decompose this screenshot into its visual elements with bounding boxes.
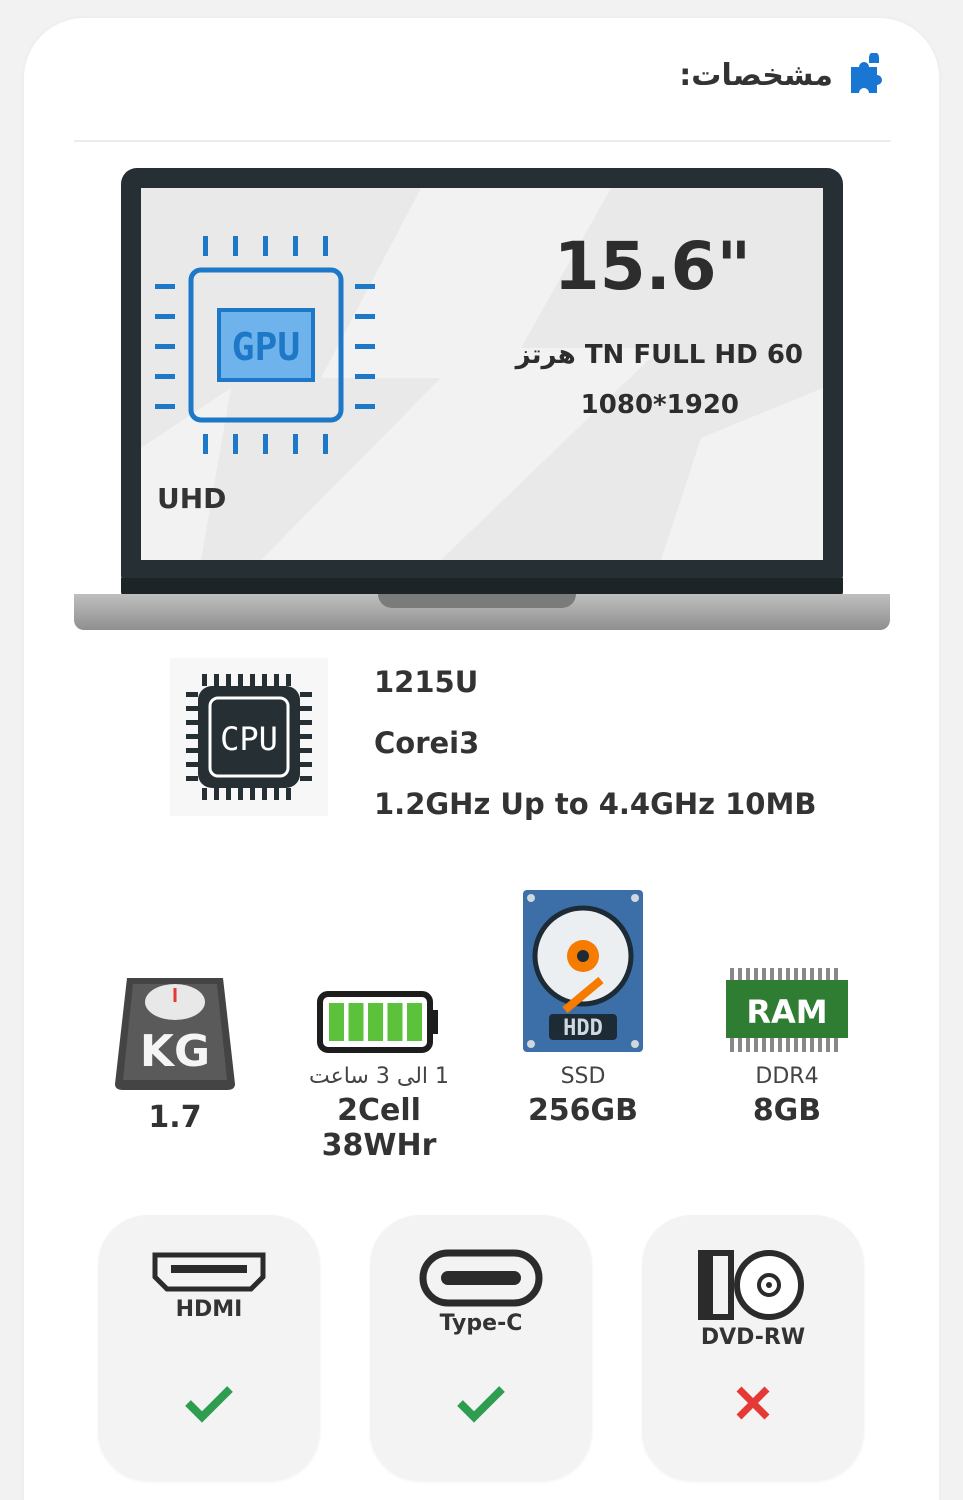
usb-c-icon — [419, 1249, 543, 1307]
cpu-details: 1215U Corei3 1.2GHz Up to 4.4GHz 10MB — [374, 664, 816, 847]
svg-text:CPU: CPU — [220, 720, 278, 758]
port-type-c: Type-C — [370, 1215, 592, 1481]
gpu-icon: GPU — [155, 236, 375, 454]
cpu-icon: CPU — [170, 658, 328, 816]
screen-resolution: 1080*1920 — [580, 390, 739, 420]
port-label: HDMI — [175, 1297, 243, 1322]
specs-header: مشخصات: — [74, 50, 891, 100]
port-label: DVD-RW — [700, 1325, 806, 1350]
battery-cell — [387, 1003, 403, 1041]
battery-capacity: 2Cell 38WHr — [321, 1093, 437, 1163]
spec-storage: HDD SSD 256GB — [512, 888, 654, 1128]
puzzle-icon — [847, 52, 891, 97]
section-title: مشخصات: — [679, 57, 833, 93]
ram-icon: RAM — [726, 968, 848, 1052]
spec-weight: KG 1.7 — [112, 972, 238, 1135]
weight-scale-icon: KG — [115, 978, 235, 1090]
cpu-clock: 1.2GHz Up to 4.4GHz 10MB — [374, 787, 817, 821]
panel-type: TN FULL HD 60 هرتز — [515, 340, 803, 370]
svg-text:HDD: HDD — [563, 1016, 603, 1041]
battery-cell — [407, 1003, 422, 1041]
port-dvd: DVD-RW — [642, 1215, 864, 1481]
cross-icon — [736, 1386, 770, 1420]
ram-type: DDR4 — [755, 1064, 819, 1089]
svg-text:GPU: GPU — [232, 325, 301, 369]
spec-battery: 1 الی 3 ساعت 2Cell 38WHr — [276, 990, 482, 1163]
header-divider — [74, 140, 891, 142]
cpu-model: 1215U — [374, 665, 479, 699]
battery-cell — [368, 1003, 383, 1041]
battery-duration: 1 الی 3 ساعت — [309, 1064, 449, 1089]
gpu-label: UHD — [157, 482, 227, 515]
battery-icon — [317, 991, 438, 1053]
dvd-drive-icon — [698, 1250, 804, 1320]
laptop-screen: GPU 15.6" TN FULL HD 60 هرتز 1080*1920 U… — [141, 188, 823, 560]
laptop-display-illustration: GPU 15.6" TN FULL HD 60 هرتز 1080*1920 U… — [74, 168, 890, 632]
svg-text:KG: KG — [140, 1026, 210, 1077]
hdmi-icon — [152, 1252, 266, 1292]
port-hdmi: HDMI — [98, 1215, 320, 1481]
check-icon — [457, 1386, 505, 1423]
laptop-hinge — [121, 578, 843, 596]
storage-type: SSD — [560, 1064, 606, 1089]
storage-size: 256GB — [527, 1093, 639, 1128]
screen-bezel: GPU 15.6" TN FULL HD 60 هرتز 1080*1920 U… — [121, 168, 843, 580]
battery-cell — [348, 1003, 364, 1041]
cpu-series: Corei3 — [374, 726, 480, 760]
svg-text:RAM: RAM — [746, 993, 827, 1031]
battery-cell — [329, 1003, 344, 1041]
screen-size: 15.6" — [553, 228, 751, 305]
hdd-icon: HDD — [523, 890, 643, 1052]
port-label: Type-C — [439, 1311, 523, 1336]
spec-ram: RAM DDR4 8GB — [722, 968, 852, 1128]
laptop-base — [74, 594, 890, 630]
weight-value: 1.7 — [148, 1100, 202, 1135]
ram-size: 8GB — [752, 1093, 822, 1128]
check-icon — [185, 1386, 233, 1423]
